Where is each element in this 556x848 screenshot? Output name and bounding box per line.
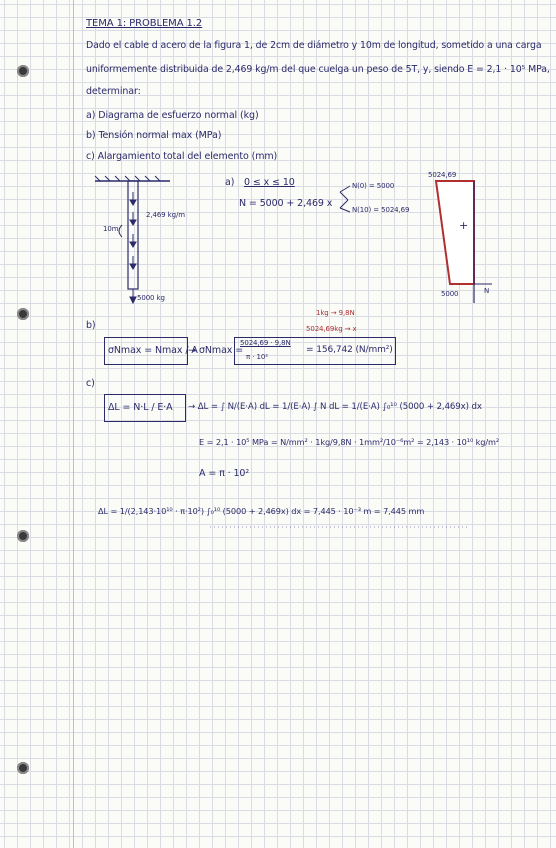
diagram-sign: + <box>459 219 469 232</box>
binder-hole <box>17 530 29 542</box>
part-c-label: c) <box>86 378 95 389</box>
diagram-bottom-value: 5000 <box>441 290 459 298</box>
binder-hole <box>17 762 29 774</box>
diagram-axis-n: N <box>484 287 490 295</box>
part-b-denominator: π · 10² <box>246 353 268 361</box>
part-a-label: a) <box>225 177 235 188</box>
binder-hole <box>17 308 29 320</box>
part-c-integral: → ΔL = ∫ N/(E·A) dL = 1/(E·A) ∫ N dL = 1… <box>188 402 482 412</box>
part-c-formula: ΔL = N·L / E·A <box>108 402 173 413</box>
problem-line-1: Dado el cable d acero de la figura 1, de… <box>86 40 542 51</box>
problem-line-3: determinar: <box>86 86 141 97</box>
item-b: b) Tensión normal max (MPa) <box>86 130 222 141</box>
conversion-note-2: 5024,69kg → x <box>306 325 357 333</box>
problem-line-2: uniformemente distribuida de 2,469 kg/m … <box>86 64 550 75</box>
part-b-arrow: → <box>188 345 196 356</box>
modulus-conversion: E = 2,1 · 10⁵ MPa = N/mm² · 1kg/9,8N · 1… <box>199 437 500 447</box>
page-header: TEMA 1: PROBLEMA 1.2 <box>86 18 203 29</box>
conversion-note-1: 1kg → 9,8N <box>316 309 355 317</box>
margin-line <box>73 0 74 848</box>
part-b-lhs: σNmax = <box>199 345 244 356</box>
part-b-formula: σNmax = Nmax / A <box>108 345 198 356</box>
distributed-load-label: 2,469 kg/m <box>146 211 185 219</box>
part-b-label: b) <box>86 320 96 331</box>
part-b-result-box <box>234 337 396 365</box>
final-elongation: ΔL = 1/(2,143·10¹⁰ · π·10²) ∫₀¹⁰ (5000 +… <box>98 506 425 516</box>
area-expression: A = π · 10² <box>199 468 250 479</box>
part-b-result: = 156,742 (N/mm²) <box>306 345 393 355</box>
part-a-range: 0 ≤ x ≤ 10 <box>244 177 295 188</box>
diagram-top-value: 5024,69 <box>428 171 457 179</box>
part-a-equation: N = 5000 + 2,469 x <box>239 198 333 209</box>
part-b-boxed-formula <box>104 337 188 365</box>
part-c-boxed-formula <box>104 394 186 422</box>
length-label: 10m <box>103 225 119 233</box>
binder-hole <box>17 65 29 77</box>
n-at-0: N(0) = 5000 <box>352 182 395 190</box>
weight-label: 5000 kg <box>137 294 165 302</box>
item-a: a) Diagrama de esfuerzo normal (kg) <box>86 110 259 121</box>
part-b-numerator: 5024,69 · 9,8N <box>240 339 291 347</box>
n-at-10: N(10) = 5024,69 <box>352 206 410 214</box>
item-c: c) Alargamiento total del elemento (mm) <box>86 151 278 162</box>
